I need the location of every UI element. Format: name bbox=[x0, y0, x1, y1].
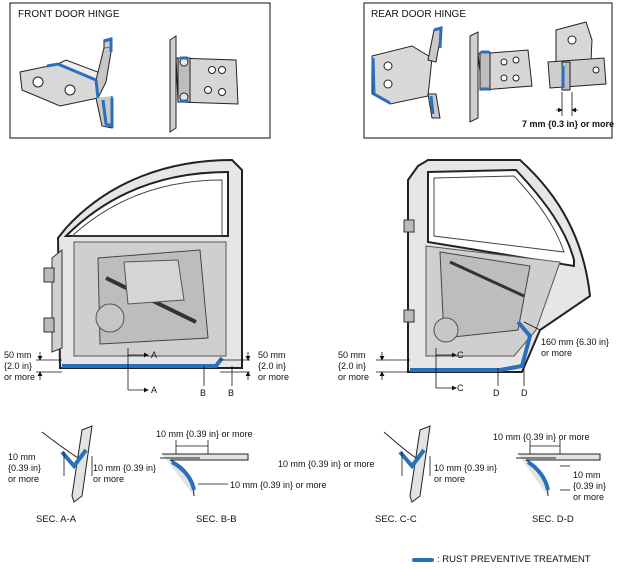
legend: : RUST PREVENTIVE TREATMENT bbox=[412, 554, 591, 565]
sec-aa-left-dim-line2: {0.39 in} bbox=[8, 463, 42, 473]
sec-dd-right-dim-line2: {0.39 in} bbox=[573, 481, 607, 491]
sec-dd-top-dim: 10 mm {0.39 in} or more bbox=[493, 432, 590, 442]
rear-right-dim-line2: or more bbox=[541, 348, 573, 358]
sec-dd-right-dim-line1: 10 mm bbox=[573, 470, 601, 480]
front-section-letter-b-left: B bbox=[200, 388, 207, 398]
rear-section-letter-c-top: C bbox=[457, 350, 464, 360]
sec-aa-left-dim-line1: 10 mm bbox=[8, 452, 36, 462]
front-hinge-title: FRONT DOOR HINGE bbox=[18, 9, 120, 20]
rear-left-dim-line2: {2.0 in} bbox=[338, 361, 367, 371]
front-section-letter-a-top: A bbox=[151, 350, 158, 360]
section-aa-illustration bbox=[41, 425, 93, 503]
section-cc-illustration bbox=[383, 425, 431, 503]
sec-dd-caption: SEC. D-D bbox=[532, 514, 574, 525]
section-bb-illustration bbox=[160, 440, 249, 497]
front-door-illustration bbox=[43, 158, 243, 369]
sec-aa-left-dim-line3: or more bbox=[8, 474, 40, 484]
front-right-dim-line1: 50 mm bbox=[258, 350, 286, 360]
rear-hinge-part-1 bbox=[371, 25, 443, 119]
front-right-dim-line3: or more bbox=[258, 372, 290, 382]
sec-cc-caption: SEC. C-C bbox=[375, 514, 417, 525]
rear-section-letter-d-left: D bbox=[493, 388, 500, 398]
rear-hinge-part-2 bbox=[469, 31, 533, 123]
section-dd-illustration bbox=[516, 440, 601, 497]
rear-hinge-title: REAR DOOR HINGE bbox=[371, 9, 467, 20]
sec-cc-left-dim: 10 mm {0.39 in} or more bbox=[278, 459, 375, 469]
rear-door-dimension-lines bbox=[376, 321, 541, 391]
rear-left-dim-line3: or more bbox=[338, 372, 370, 382]
rear-section-letter-d-right: D bbox=[521, 388, 528, 398]
front-section-letter-a-bottom: A bbox=[151, 385, 158, 395]
front-hinge-part-1 bbox=[19, 37, 114, 129]
front-door-dimension-lines bbox=[36, 348, 251, 393]
front-left-dim-line1: 50 mm bbox=[4, 350, 32, 360]
rear-hinge-part-3 bbox=[547, 21, 607, 116]
sec-cc-right-dim-line2: or more bbox=[434, 474, 466, 484]
legend-label: : RUST PREVENTIVE TREATMENT bbox=[437, 554, 591, 565]
sec-cc-right-dim-line1: 10 mm {0.39 in} bbox=[434, 463, 498, 473]
front-right-dim-line2: {2.0 in} bbox=[258, 361, 287, 371]
rear-hinge-dimension: 7 mm {0.3 in} or more bbox=[522, 119, 615, 129]
front-hinge-part-2 bbox=[169, 35, 239, 133]
sec-dd-right-dim-line3: or more bbox=[573, 492, 605, 502]
sec-aa-right-dim-line1: 10 mm {0.39 in} bbox=[93, 463, 157, 473]
sec-aa-right-dim-line2: or more bbox=[93, 474, 125, 484]
sec-bb-top-dim: 10 mm {0.39 in} or more bbox=[156, 429, 253, 439]
sec-bb-bottom-dim: 10 mm {0.39 in} or more bbox=[230, 480, 327, 490]
front-left-dim-line2: {2.0 in} bbox=[4, 361, 33, 371]
sec-bb-caption: SEC. B-B bbox=[196, 514, 237, 525]
rear-right-dim-line1: 160 mm {6.30 in} bbox=[541, 337, 610, 347]
rear-door-illustration bbox=[403, 159, 592, 373]
rear-section-letter-c-bottom: C bbox=[457, 383, 464, 393]
sec-aa-caption: SEC. A-A bbox=[36, 514, 77, 525]
rust-treatment-swatch bbox=[412, 557, 434, 562]
front-section-letter-b-right: B bbox=[228, 388, 235, 398]
front-left-dim-line3: or more bbox=[4, 372, 36, 382]
rear-left-dim-line1: 50 mm bbox=[338, 350, 366, 360]
